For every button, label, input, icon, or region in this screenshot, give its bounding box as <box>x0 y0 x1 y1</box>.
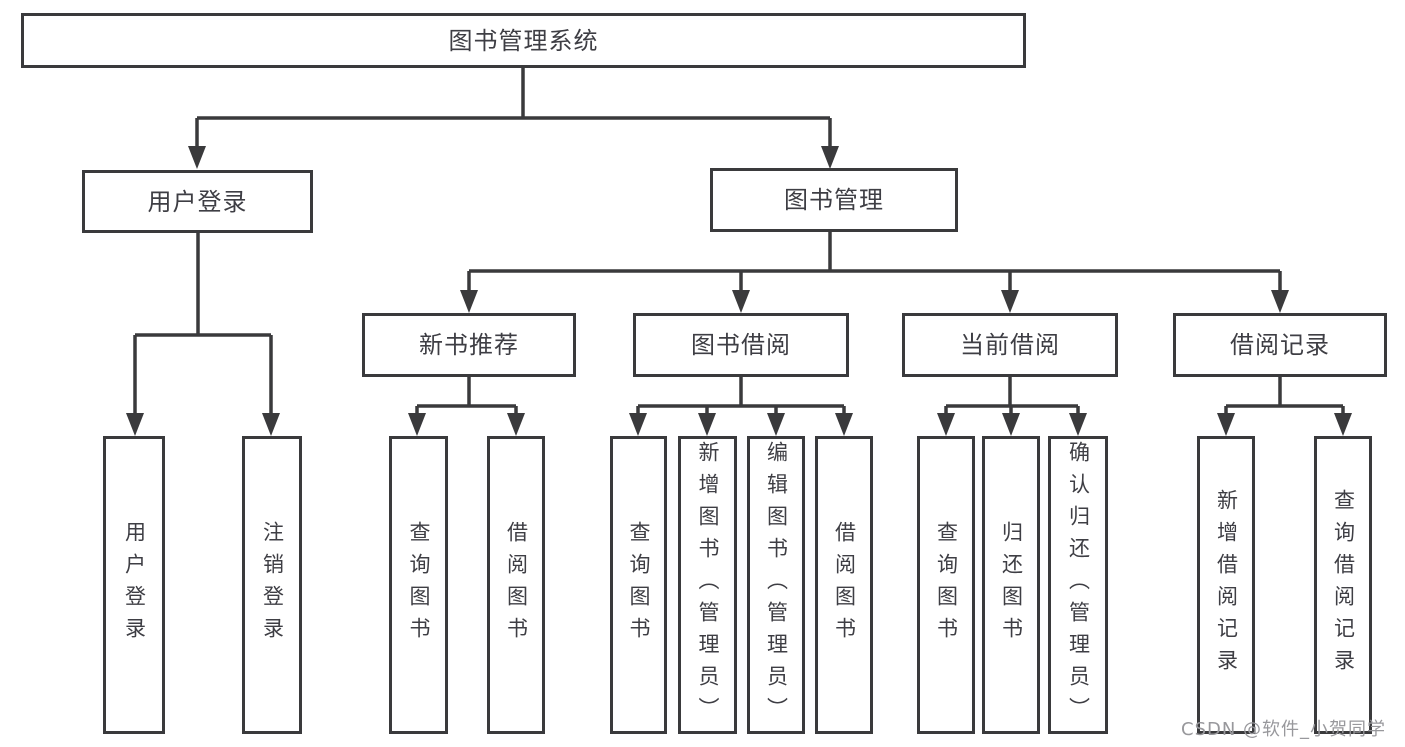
arrowhead-icon <box>126 413 144 436</box>
arrowhead-icon <box>1069 413 1087 436</box>
leaf-return-books-label: 归还图书 <box>999 521 1024 649</box>
leaf-return-books: 归还图书 <box>982 436 1040 734</box>
csdn-watermark: CSDN @软件_小贺同学 <box>1181 719 1387 740</box>
leaf-confirm-return-admin-label: 确认归还（管理员） <box>1066 441 1091 729</box>
node-book-management: 图书管理 <box>710 168 958 232</box>
arrowhead-icon <box>408 413 426 436</box>
node-current-borrowing-label: 当前借阅 <box>960 331 1060 359</box>
leaf-add-borrow-record-label: 新增借阅记录 <box>1214 489 1239 681</box>
arrowhead-icon <box>835 413 853 436</box>
leaf-query-books-borrowing: 查询图书 <box>610 436 667 734</box>
leaf-add-books-admin-label: 新增图书（管理员） <box>696 441 720 729</box>
leaf-borrow-books-newrec: 借阅图书 <box>487 436 545 734</box>
leaf-query-books-current-label: 查询图书 <box>934 521 959 649</box>
node-book-borrowing-label: 图书借阅 <box>691 331 791 359</box>
arrowhead-icon <box>629 413 647 436</box>
arrowhead-icon <box>732 290 750 313</box>
leaf-logout-login: 注销登录 <box>242 436 302 734</box>
node-borrowing-records-label: 借阅记录 <box>1230 331 1330 359</box>
arrowhead-icon <box>1334 413 1352 436</box>
arrowhead-icon <box>1271 290 1289 313</box>
arrowhead-icon <box>460 290 478 313</box>
leaf-query-borrow-record: 查询借阅记录 <box>1314 436 1372 734</box>
node-user-login-label: 用户登录 <box>147 187 248 216</box>
node-new-book-recommend-label: 新书推荐 <box>419 331 519 359</box>
node-user-login: 用户登录 <box>82 170 313 233</box>
node-borrowing-records: 借阅记录 <box>1173 313 1387 377</box>
leaf-borrow-books-newrec-label: 借阅图书 <box>504 521 529 649</box>
arrowhead-icon <box>1001 290 1019 313</box>
leaf-edit-books-admin-label: 编辑图书（管理员） <box>764 441 789 729</box>
arrowhead-icon <box>1217 413 1235 436</box>
leaf-user-login: 用户登录 <box>103 436 165 734</box>
arrowhead-icon <box>821 146 839 169</box>
arrowhead-icon <box>262 413 280 436</box>
leaf-edit-books-admin: 编辑图书（管理员） <box>747 436 805 734</box>
leaf-query-books-newrec: 查询图书 <box>389 436 448 734</box>
node-book-management-label: 图书管理 <box>784 186 884 214</box>
leaf-borrow-books-borrowing: 借阅图书 <box>815 436 873 734</box>
node-book-borrowing: 图书借阅 <box>633 313 849 377</box>
node-root-system: 图书管理系统 <box>21 13 1026 68</box>
arrowhead-icon <box>188 146 206 169</box>
arrowhead-icon <box>698 413 716 436</box>
leaf-logout-login-label: 注销登录 <box>260 521 285 649</box>
node-new-book-recommend: 新书推荐 <box>362 313 576 377</box>
leaf-confirm-return-admin: 确认归还（管理员） <box>1048 436 1108 734</box>
leaf-query-borrow-record-label: 查询借阅记录 <box>1331 489 1356 681</box>
arrowhead-icon <box>1002 413 1020 436</box>
leaf-add-books-admin: 新增图书（管理员） <box>678 436 737 734</box>
leaf-query-books-newrec-label: 查询图书 <box>407 521 431 649</box>
arrowheads <box>126 146 1352 436</box>
leaf-query-books-current: 查询图书 <box>917 436 975 734</box>
node-current-borrowing: 当前借阅 <box>902 313 1118 377</box>
leaf-borrow-books-borrowing-label: 借阅图书 <box>832 521 857 649</box>
arrowhead-icon <box>767 413 785 436</box>
node-root-system-label: 图书管理系统 <box>448 26 599 55</box>
leaf-add-borrow-record: 新增借阅记录 <box>1197 436 1255 734</box>
connector-path <box>133 68 1345 417</box>
leaf-query-books-borrowing-label: 查询图书 <box>627 521 651 649</box>
arrowhead-icon <box>937 413 955 436</box>
arrowhead-icon <box>507 413 525 436</box>
leaf-user-login-label: 用户登录 <box>122 521 147 649</box>
